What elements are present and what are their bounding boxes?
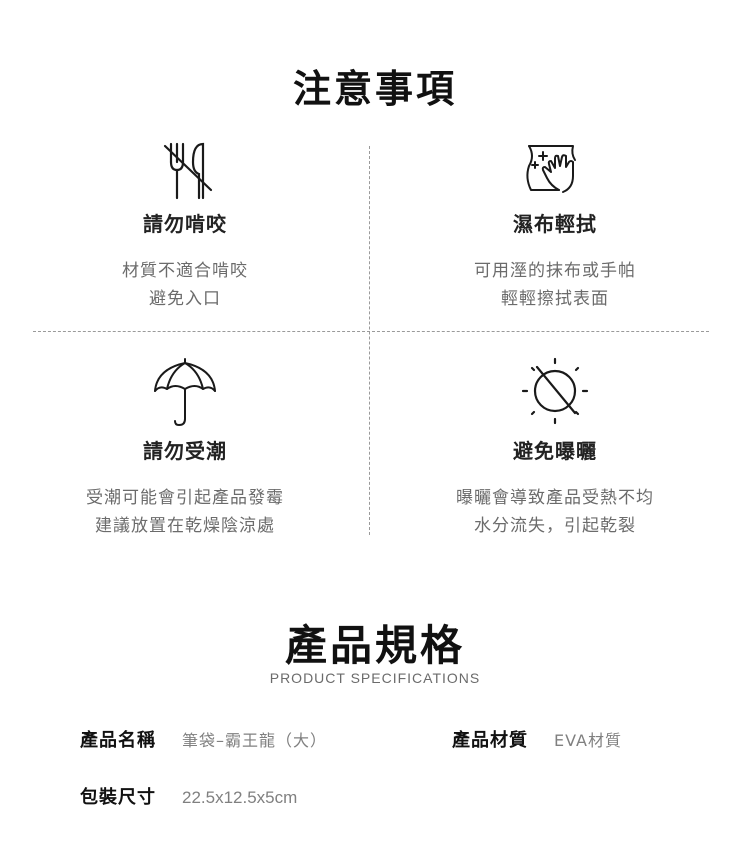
no-biting-icon [163, 142, 213, 200]
notice-heading: 請勿啃咬 [143, 212, 227, 236]
specs-title: 產品規格 [284, 621, 465, 670]
horizontal-divider [33, 331, 709, 332]
notice-desc-line: 避免入口 [149, 289, 221, 309]
spec-value: EVA材質 [554, 731, 622, 750]
notice-desc-line: 曝曬會導致產品受熱不均 [456, 488, 654, 508]
no-sun-icon [521, 357, 589, 425]
spec-label: 產品名稱 [80, 730, 156, 751]
spec-row-product-name: 產品名稱 筆袋–霸王龍（大） [80, 726, 327, 752]
spec-row-package-size: 包裝尺寸 22.5x12.5x5cm [80, 783, 297, 809]
spec-label: 產品材質 [452, 730, 528, 751]
specs-subtitle: PRODUCT SPECIFICATIONS [269, 670, 481, 686]
spec-value: 筆袋–霸王龍（大） [182, 731, 328, 750]
notice-heading: 請勿受潮 [143, 439, 227, 463]
notice-desc-line: 輕輕擦拭表面 [501, 289, 609, 309]
vertical-divider [369, 146, 370, 535]
spec-label: 包裝尺寸 [80, 787, 156, 808]
notice-desc-line: 可用溼的抹布或手帕 [474, 261, 636, 281]
notice-desc-line: 受潮可能會引起產品發霉 [86, 488, 284, 508]
spec-row-material: 產品材質 EVA材質 [452, 726, 622, 752]
notice-heading: 避免曝曬 [513, 439, 597, 463]
notice-item-no-moisture: 請勿受潮 受潮可能會引起產品發霉 建議放置在乾燥陰涼處 [0, 355, 370, 540]
notice-item-no-biting: 請勿啃咬 材質不適合啃咬 避免入口 [0, 142, 370, 313]
notice-item-wipe: 濕布輕拭 可用溼的抹布或手帕 輕輕擦拭表面 [370, 142, 740, 313]
notice-desc-line: 材質不適合啃咬 [122, 261, 248, 281]
notice-desc-line: 水分流失，引起乾裂 [474, 516, 636, 536]
spec-value: 22.5x12.5x5cm [182, 788, 298, 807]
umbrella-icon [154, 358, 216, 426]
notice-title: 注意事項 [292, 67, 457, 111]
notice-item-no-sun: 避免曝曬 曝曬會導致產品受熱不均 水分流失，引起乾裂 [370, 355, 740, 540]
notice-desc-line: 建議放置在乾燥陰涼處 [95, 516, 275, 536]
notice-heading: 濕布輕拭 [513, 212, 597, 236]
wipe-cloth-icon [526, 145, 576, 193]
